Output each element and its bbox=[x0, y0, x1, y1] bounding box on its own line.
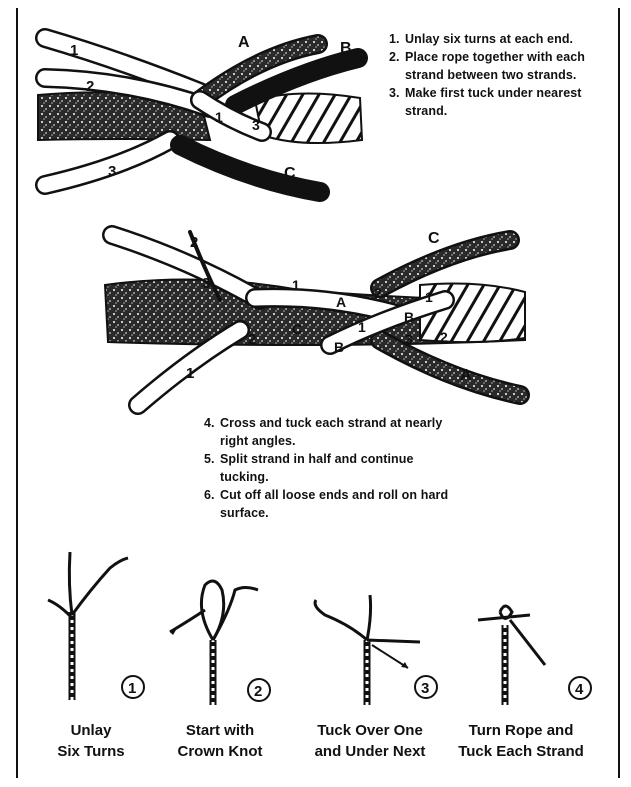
fig1-label-b: B bbox=[340, 40, 352, 57]
fig2-inner-1c: 1 bbox=[358, 319, 366, 335]
fig2-inner-b2: B bbox=[334, 339, 344, 355]
instruction-3: 3.Make first tuck under nearest strand. bbox=[389, 84, 611, 120]
fig2-inner-b: B bbox=[404, 309, 414, 325]
fig1-label-1: 1 bbox=[70, 42, 78, 59]
fig1-label-mid-1: 1 bbox=[215, 109, 223, 125]
fig2-strand-a bbox=[380, 340, 520, 395]
step-3-art: 3 bbox=[315, 595, 437, 705]
step-2-number: 2 bbox=[254, 683, 262, 700]
instruction-4: 4.Cross and tuck each strand at nearly r… bbox=[204, 414, 454, 450]
instructions-top: 1.Unlay six turns at each end. 2.Place r… bbox=[389, 30, 611, 120]
instructions-mid: 4.Cross and tuck each strand at nearly r… bbox=[204, 414, 454, 522]
fig2-label-1: 1 bbox=[186, 365, 194, 382]
strand-c bbox=[180, 145, 320, 192]
fig2-inner-a: A bbox=[336, 294, 346, 310]
fig2-inner-1: 1 bbox=[292, 277, 300, 293]
fig1-label-mid-3: 3 bbox=[252, 117, 260, 133]
fig1-label-c: C bbox=[284, 165, 296, 182]
step-2-art: 2 bbox=[170, 581, 270, 705]
fig2-label-3: 3 bbox=[202, 275, 210, 292]
fig2-strand-c bbox=[380, 240, 510, 288]
fig1-label-3: 3 bbox=[108, 163, 116, 180]
fig2-label-2: 2 bbox=[190, 234, 198, 251]
fig2-label-a: A bbox=[460, 367, 472, 384]
fig1-label-2: 2 bbox=[86, 78, 94, 95]
fig2-inner-3: 3 bbox=[405, 331, 413, 347]
fig2-inner-c: C bbox=[292, 321, 302, 337]
figure-2-tucking: 2 3 1 2 C A 1 A 2 1 C B 1 B 3 2 bbox=[105, 230, 525, 405]
fig2-inner-2: 2 bbox=[374, 285, 382, 301]
fig1-label-a: A bbox=[238, 34, 250, 51]
instruction-6: 6.Cut off all loose ends and roll on har… bbox=[204, 486, 454, 522]
instruction-1: 1.Unlay six turns at each end. bbox=[389, 30, 611, 48]
fig2-inner-1b: 1 bbox=[425, 289, 433, 305]
step-1-number: 1 bbox=[128, 680, 136, 697]
figure-1-short-splice-start: 1 2 3 A B C 1 3 bbox=[38, 34, 362, 192]
step-4-art: 4 bbox=[478, 606, 591, 705]
fig2-label-c: C bbox=[428, 230, 440, 247]
step-1-art: 1 bbox=[48, 552, 144, 700]
step-4-number: 4 bbox=[575, 681, 584, 698]
fig2-label-2b: 2 bbox=[248, 331, 256, 348]
step-3-number: 3 bbox=[421, 680, 429, 697]
fig2-inner-2b: 2 bbox=[440, 329, 448, 345]
instruction-5: 5.Split strand in half and continue tuck… bbox=[204, 450, 454, 486]
instruction-2: 2.Place rope together with each strand b… bbox=[389, 48, 611, 84]
